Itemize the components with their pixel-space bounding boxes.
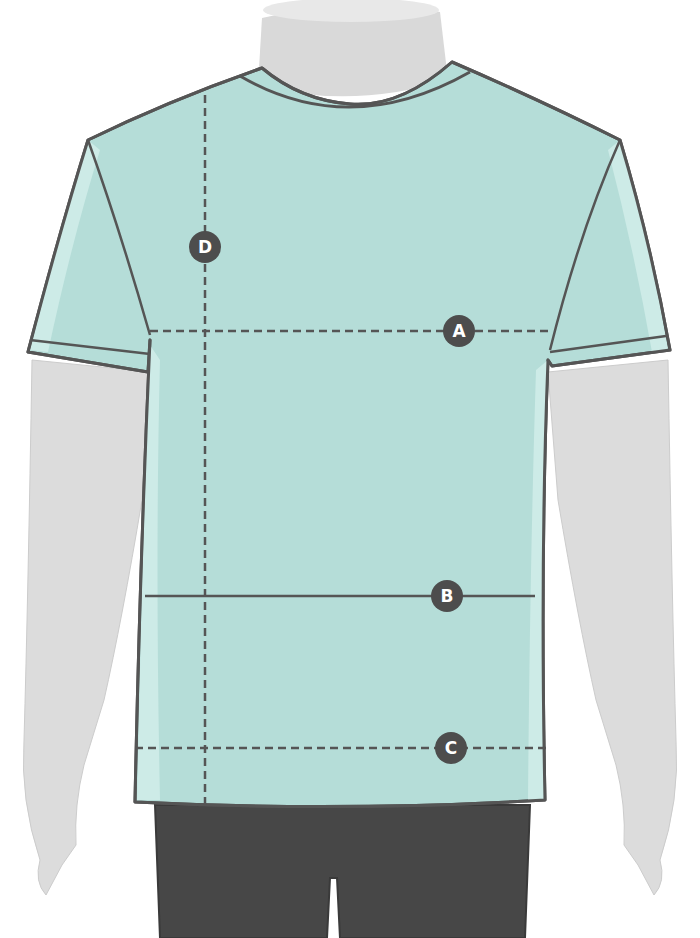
mannequin-trousers	[155, 805, 530, 938]
callout-letter: C	[445, 740, 457, 757]
callout-letter: D	[198, 239, 212, 256]
hem-measure-line	[135, 747, 548, 750]
sleeve-seam	[550, 140, 620, 350]
callout-letter: A	[452, 323, 465, 340]
mannequin-left-arm	[23, 360, 152, 895]
tshirt-sleeve-tint	[608, 140, 668, 352]
tshirt-collar	[240, 72, 470, 107]
mannequin-right-arm	[548, 360, 677, 895]
callout-circle: B	[431, 580, 463, 612]
callout-circle: D	[189, 231, 221, 263]
length-measure-line	[204, 95, 207, 808]
callout-circle: C	[435, 732, 467, 764]
sleeve-hem	[550, 336, 666, 352]
waist-measure-line	[145, 595, 535, 598]
chest-measure-line	[150, 330, 548, 333]
callout-circle: A	[443, 315, 475, 347]
mannequin-neck-top	[263, 0, 439, 22]
tshirt-body	[28, 62, 670, 807]
sleeve-seam	[88, 140, 150, 335]
sleeve-hem	[30, 340, 150, 354]
callout-letter: B	[441, 588, 454, 605]
tshirt-sleeve-tint	[30, 140, 100, 352]
tshirt-outline	[28, 62, 670, 807]
